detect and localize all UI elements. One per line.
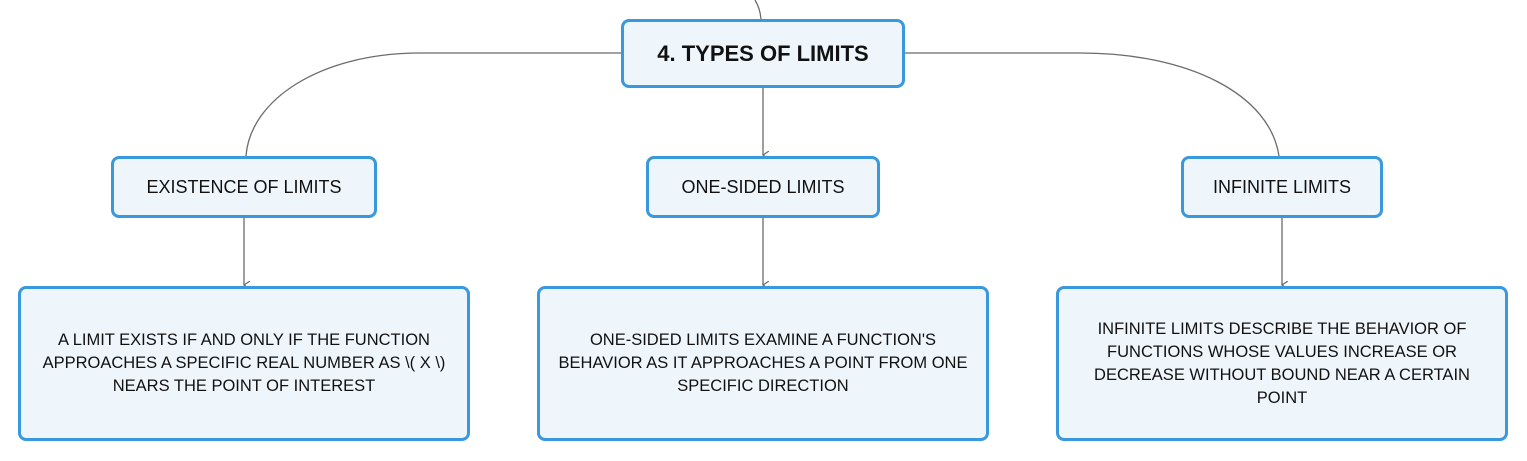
topic-node-existence-of-limits[interactable]: EXISTENCE OF LIMITS xyxy=(111,156,377,218)
parent-connector xyxy=(754,0,762,20)
detail-text: ONE-SIDED LIMITS EXAMINE A FUNCTION'S BE… xyxy=(558,331,968,395)
root-topic-label: 4. TYPES OF LIMITS xyxy=(657,40,869,66)
detail-node-one-sided-limits[interactable]: ONE-SIDED LIMITS EXAMINE A FUNCTION'S BE… xyxy=(537,286,989,441)
detail-node-infinite-limits[interactable]: INFINITE LIMITS DESCRIBE THE BEHAVIOR OF… xyxy=(1056,286,1508,441)
detail-text: A LIMIT EXISTS IF AND ONLY IF THE FUNCTI… xyxy=(42,331,446,395)
topic-label: EXISTENCE OF LIMITS xyxy=(146,176,342,197)
topic-node-infinite-limits[interactable]: INFINITE LIMITS xyxy=(1181,156,1383,218)
topic-label: ONE-SIDED LIMITS xyxy=(681,176,845,197)
root-topic-node[interactable]: 4. TYPES OF LIMITS xyxy=(621,19,905,88)
detail-text: INFINITE LIMITS DESCRIBE THE BEHAVIOR OF… xyxy=(1094,319,1470,407)
connector-root-to-existence xyxy=(245,52,621,157)
connector-root-to-infinite xyxy=(905,52,1280,157)
topic-node-one-sided-limits[interactable]: ONE-SIDED LIMITS xyxy=(646,156,880,218)
topic-label: INFINITE LIMITS xyxy=(1212,176,1351,197)
detail-node-existence-of-limits[interactable]: A LIMIT EXISTS IF AND ONLY IF THE FUNCTI… xyxy=(18,286,470,441)
